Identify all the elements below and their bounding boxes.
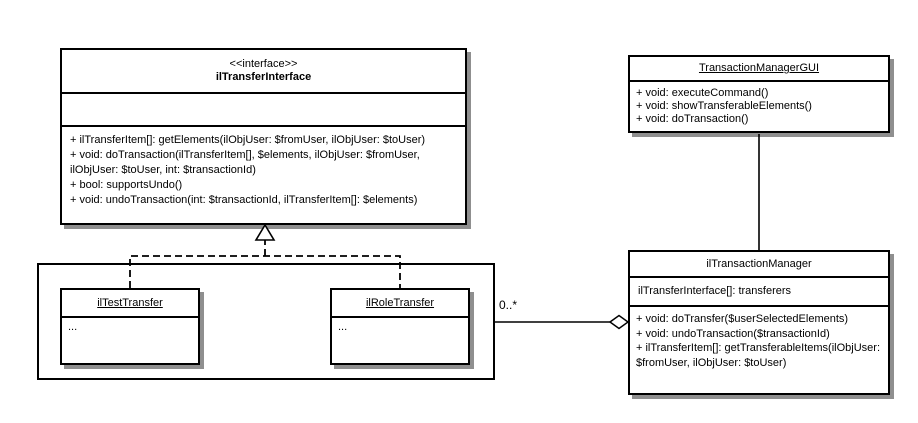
class-box-iltransactionmanager[interactable]: ilTransactionManager ilTransferInterface… — [628, 250, 890, 395]
role-body-compartment: ... — [338, 321, 348, 333]
manager-class-name: ilTransactionManager — [706, 257, 812, 270]
interface-method-line: + void: undoTransaction(int: $transactio… — [70, 194, 418, 206]
aggregation-diamond-icon — [608, 314, 630, 330]
manager-attribute-line: ilTransferInterface[]: transferers — [638, 285, 792, 297]
gui-class-name: TransactionManagerGUI — [698, 62, 820, 74]
role-title-compartment: ilRoleTransfer — [332, 290, 468, 318]
class-box-iltesttransfer[interactable]: ilTestTransfer ... — [60, 288, 200, 365]
gui-method-line: + void: executeCommand() — [636, 87, 769, 99]
test-class-name: ilTestTransfer — [97, 296, 163, 309]
class-box-iltransferinterface[interactable]: <<interface>> ilTransferInterface + ilTr… — [60, 48, 467, 225]
test-body-compartment: ... — [68, 321, 78, 333]
interface-method-line: + ilTransferItem[]: getElements(ilObjUse… — [70, 134, 426, 146]
class-box-ilroletransfer[interactable]: ilRoleTransfer ... — [330, 288, 470, 365]
manager-method-line: + void: doTransfer($userSelectedElements… — [636, 313, 849, 325]
class-box-transactionmanagergui[interactable]: TransactionManagerGUI + void: executeCom… — [628, 55, 890, 133]
interface-attributes-compartment — [62, 94, 465, 127]
interface-method-line: + void: doTransaction(ilTransferItem[], … — [70, 149, 420, 176]
manager-attributes-compartment: ilTransferInterface[]: transferers — [630, 278, 888, 307]
generalization-triangle-icon — [254, 223, 276, 241]
interface-method-line: + bool: supportsUndo() — [70, 179, 183, 191]
gui-method-line: + void: doTransaction() — [636, 113, 749, 125]
manager-title-compartment: ilTransactionManager — [630, 252, 888, 278]
gui-methods-compartment: + void: executeCommand()+ void: showTran… — [630, 82, 888, 131]
manager-method-line: + void: undoTransaction($transactionId) — [636, 327, 830, 340]
multiplicity-label: 0..* — [499, 298, 518, 312]
gui-title-compartment: TransactionManagerGUI — [630, 57, 888, 82]
gui-method-line: + void: showTransferableElements() — [636, 100, 812, 112]
interface-title-compartment: <<interface>> ilTransferInterface — [62, 50, 465, 94]
test-title-compartment: ilTestTransfer — [62, 290, 198, 318]
role-class-name: ilRoleTransfer — [365, 296, 435, 309]
manager-method-line: + ilTransferItem[]: getTransferableItems… — [636, 342, 881, 369]
interface-methods-compartment: + ilTransferItem[]: getElements(ilObjUse… — [62, 127, 465, 223]
manager-methods-compartment: + void: doTransfer($userSelectedElements… — [630, 307, 888, 393]
interface-name: ilTransferInterface — [215, 71, 312, 83]
interface-stereotype: <<interface>> — [229, 58, 298, 70]
